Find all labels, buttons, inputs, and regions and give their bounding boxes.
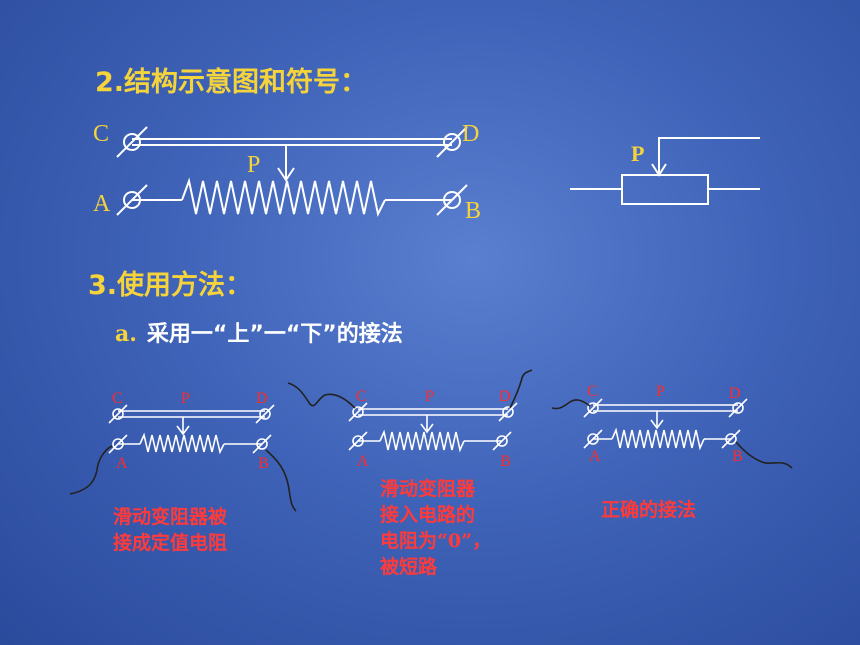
ex2-terminal-d bbox=[498, 402, 518, 422]
terminal-a bbox=[116, 184, 148, 216]
ex3-label-d: D bbox=[729, 385, 741, 402]
main-label-b: B bbox=[465, 198, 482, 224]
ex2-label-d: D bbox=[499, 388, 511, 405]
ex1-label-a: A bbox=[116, 455, 128, 472]
ex2-label-a: A bbox=[357, 453, 369, 470]
ex3-caption: 正确的接法 bbox=[601, 497, 696, 523]
ex3-label-a: A bbox=[589, 448, 601, 465]
section-2-title: 2.结构示意图和符号： bbox=[95, 67, 368, 98]
subpoint-marker: a. bbox=[115, 321, 137, 347]
main-label-c: C bbox=[93, 121, 110, 147]
example-1-wires bbox=[69, 445, 297, 512]
example-1-diagram bbox=[108, 404, 275, 455]
ex2-caption-line: 接入电路的 bbox=[380, 504, 476, 526]
ex1-caption-line: 接成定值电阻 bbox=[113, 532, 228, 554]
ex3-label-p: P bbox=[656, 383, 665, 400]
ex2-wire-c bbox=[287, 382, 356, 409]
ex3-label-b: B bbox=[732, 448, 743, 465]
ex1-caption: 滑动变阻器被 接成定值电阻 bbox=[113, 504, 227, 556]
main-rheostat-diagram bbox=[116, 126, 468, 218]
ex2-caption-line: 滑动变阻器 bbox=[380, 478, 476, 500]
ex3-terminal-c bbox=[583, 398, 603, 418]
ex3-caption-line: 正确的接法 bbox=[601, 499, 697, 521]
ex1-wire-b bbox=[265, 449, 297, 512]
ex1-label-c: C bbox=[112, 390, 123, 407]
example-3-wires bbox=[551, 399, 793, 469]
section-3-title: 3.使用方法： bbox=[88, 270, 253, 301]
ex3-wire-c bbox=[551, 399, 591, 410]
symbol-resistor-box bbox=[621, 174, 709, 205]
main-label-d: D bbox=[462, 121, 480, 147]
ex3-label-c: C bbox=[587, 383, 598, 400]
ex2-label-c: C bbox=[356, 388, 367, 405]
subpoint-text: 采用一“上”一“下”的接法 bbox=[146, 322, 403, 347]
ex1-terminal-d bbox=[255, 404, 275, 424]
ex1-label-p: P bbox=[181, 390, 190, 407]
ex2-label-b: B bbox=[500, 453, 511, 470]
ex1-wire-a bbox=[69, 445, 113, 495]
terminal-d bbox=[436, 126, 468, 158]
ex3-terminal-b bbox=[721, 429, 741, 449]
main-label-p: P bbox=[247, 152, 261, 178]
symbol-wiper-line bbox=[658, 137, 760, 174]
ex1-terminal-c bbox=[108, 404, 128, 424]
ex2-terminal-a bbox=[348, 431, 368, 451]
resistance-coil bbox=[181, 177, 386, 218]
symbol-wiper-arrow bbox=[651, 163, 667, 177]
ex2-label-p: P bbox=[425, 388, 434, 405]
terminal-b bbox=[436, 184, 468, 216]
ex1-terminal-a bbox=[108, 434, 128, 454]
symbol-label-p: P bbox=[631, 141, 645, 166]
ex2-caption-line: 电阻为“0”， bbox=[380, 530, 492, 552]
subpoint-a: a. 采用一“上”一“下”的接法 bbox=[115, 316, 403, 348]
ex2-terminal-b bbox=[492, 431, 512, 451]
example-2-wires bbox=[287, 369, 533, 409]
terminal-c bbox=[116, 126, 148, 158]
ex3-terminal-d bbox=[728, 398, 748, 418]
ex2-caption: 滑动变阻器 接入电路的 电阻为“0”， 被短路 bbox=[380, 476, 491, 580]
ex3-terminal-a bbox=[583, 429, 603, 449]
ex1-label-d: D bbox=[256, 390, 268, 407]
ex3-wire-b bbox=[735, 441, 793, 469]
example-3-diagram bbox=[583, 398, 748, 451]
ex2-terminal-c bbox=[348, 402, 368, 422]
rheostat-symbol bbox=[570, 137, 760, 205]
ex2-wire-d bbox=[509, 369, 533, 409]
ex1-label-b: B bbox=[258, 455, 269, 472]
ex2-caption-line: 被短路 bbox=[380, 556, 438, 578]
main-label-a: A bbox=[93, 191, 111, 217]
wiper-arrow bbox=[277, 167, 295, 182]
example-2-diagram bbox=[348, 402, 518, 453]
ex1-terminal-b bbox=[252, 434, 272, 454]
ex1-caption-line: 滑动变阻器被 bbox=[113, 506, 228, 528]
